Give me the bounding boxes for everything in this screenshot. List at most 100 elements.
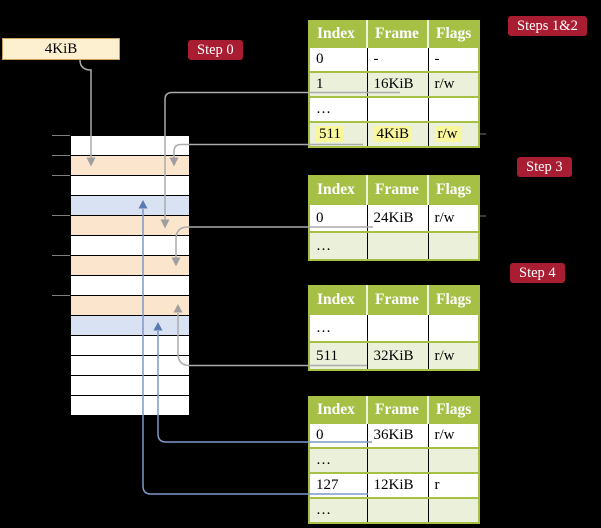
memory-frame-row-free	[71, 375, 189, 395]
badge-step-4: Step 4	[510, 263, 565, 283]
column-header: Index	[309, 176, 368, 204]
column-header: Frame	[367, 176, 429, 204]
memory-frame-row-pagetable	[71, 215, 189, 235]
table-row: …	[309, 313, 479, 342]
table-cell	[367, 96, 429, 122]
table-cell	[367, 497, 429, 523]
connector-stub	[480, 133, 486, 135]
table-row: …	[309, 96, 479, 122]
memory-frame-row-pagetable	[71, 155, 189, 175]
column-header: Flags	[428, 21, 479, 47]
memory-tick	[52, 155, 70, 156]
highlighted-value: 4KiB	[373, 126, 413, 142]
memory-tick	[52, 295, 70, 296]
table-row: …	[309, 447, 479, 473]
table-cell: r/w	[428, 71, 479, 97]
table-cell: 511	[309, 341, 368, 370]
table-cell: -	[367, 46, 429, 72]
memory-frame-row-pagetable	[71, 255, 189, 275]
column-header: Index	[309, 397, 368, 423]
memory-frame-row-free	[71, 275, 189, 295]
table-cell: r/w	[428, 341, 479, 370]
memory-stack	[70, 135, 190, 416]
connector-stub	[480, 215, 486, 217]
table-cell	[428, 447, 479, 473]
column-header: Frame	[367, 397, 429, 423]
table-cell	[367, 313, 429, 342]
memory-tick	[52, 135, 70, 136]
table-cell: 16KiB	[367, 71, 429, 97]
highlighted-value: 511	[316, 126, 344, 142]
table-cell: …	[309, 313, 368, 342]
column-header: Index	[309, 286, 368, 314]
table-cell: r/w	[428, 422, 479, 448]
memory-frame-row-free	[71, 335, 189, 355]
badge-step-3: Step 3	[517, 157, 572, 177]
memory-frame-row-free	[71, 395, 189, 415]
column-header: Flags	[428, 286, 479, 314]
table-cell: 12KiB	[367, 472, 429, 498]
table-cell: …	[309, 447, 368, 473]
table-cell	[367, 447, 429, 473]
table-cell	[367, 231, 429, 260]
memory-frame-row-free	[71, 136, 189, 155]
table-cell: r/w	[428, 121, 479, 147]
memory-tick	[52, 255, 70, 256]
memory-frame-row-pagetable	[71, 295, 189, 315]
table-cell	[428, 231, 479, 260]
table-cell: 24KiB	[367, 203, 429, 232]
table-cell: 127	[309, 472, 368, 498]
table-row: …	[309, 497, 479, 523]
table-cell: r/w	[428, 203, 479, 232]
table-cell: 0	[309, 203, 368, 232]
table-cell: 36KiB	[367, 422, 429, 448]
memory-frame-row-data	[71, 315, 189, 335]
memory-frame-row-free	[71, 355, 189, 375]
table-cell: 0	[309, 46, 368, 72]
table-cell: -	[428, 46, 479, 72]
table-cell: 4KiB	[367, 121, 429, 147]
table-cell: 1	[309, 71, 368, 97]
table-row: 511 4KiB r/w	[309, 121, 479, 147]
frame-size-label: 4KiB	[2, 38, 120, 60]
table-cell: 0	[309, 422, 368, 448]
column-header: Frame	[367, 21, 429, 47]
table-cell	[428, 313, 479, 342]
memory-frame-row-free	[71, 175, 189, 195]
column-header: Flags	[428, 176, 479, 204]
memory-tick	[52, 175, 70, 176]
table-cell	[428, 497, 479, 523]
table-cell: …	[309, 231, 368, 260]
column-header: Frame	[367, 286, 429, 314]
table-cell: r	[428, 472, 479, 498]
table-cell: 32KiB	[367, 341, 429, 370]
table-row: 0--	[309, 46, 479, 72]
table-row: …	[309, 231, 479, 260]
highlighted-value: r/w	[434, 126, 461, 142]
table-cell: 511	[309, 121, 368, 147]
memory-tick	[52, 215, 70, 216]
column-header: Flags	[428, 397, 479, 423]
table-cell	[428, 96, 479, 122]
badge-steps-1-2: Steps 1&2	[508, 16, 587, 36]
memory-frame-row-data	[71, 195, 189, 215]
badge-step-0: Step 0	[188, 40, 243, 60]
table-cell: …	[309, 497, 368, 523]
